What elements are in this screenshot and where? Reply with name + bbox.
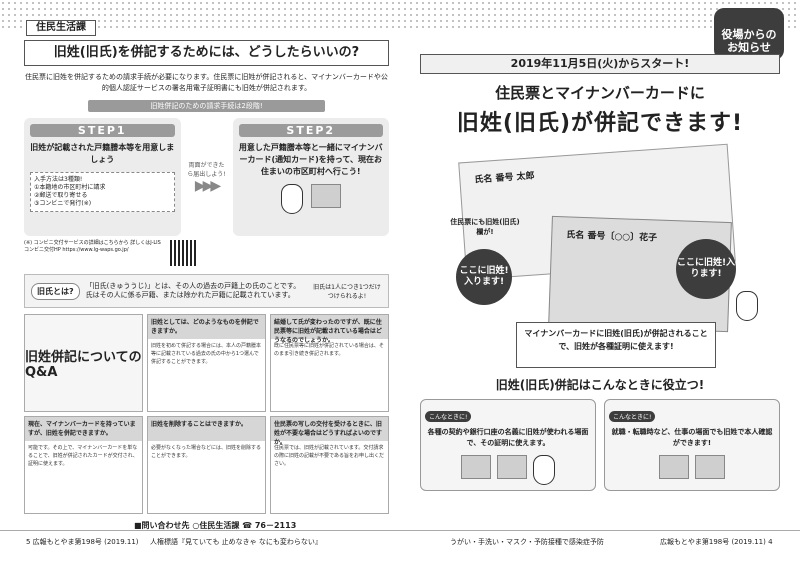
card2-name: 氏名 番号〔○○〕花子	[566, 230, 658, 244]
step1-text: 旧姓が記載された戸籍謄本等を用意しましょう	[30, 143, 175, 164]
qa-title: 旧姓併記についての Q&A	[24, 314, 143, 412]
step2-text: 用意した戸籍謄本等と一緒にマイナンバーカード(通知カード)を持って、現在お住まい…	[238, 143, 383, 176]
bubble-left: 住民票にも旧姓(旧氏)欄が!	[450, 218, 520, 236]
footer-right-page: 広報もとやま第198号 (2019.11) 4	[660, 538, 773, 546]
step1-panel: STEP1 旧姓が記載された戸籍謄本等を用意しましょう 入手方法は3種類! ①本…	[24, 118, 181, 236]
arrow-text: 両面ができたら届出しよう!	[187, 162, 226, 178]
steps-header: 旧姓併記のための請求手続は2段階!	[88, 100, 325, 112]
use2-text: 就職・転職時など、仕事の場面でも旧姓で本人確認ができます!	[611, 428, 773, 447]
rabbit-mascot-icon	[736, 291, 758, 321]
qa-answer: 可能です。その上で、マイナンバーカードを単なることで、旧姓が併記されたカードが交…	[28, 445, 138, 467]
stamp-right: ここに旧姓!入ります!	[676, 239, 736, 299]
section-tag: 住民生活課	[26, 20, 96, 36]
qa-question: 旧姓を削除することはできますか。	[148, 417, 265, 441]
bank-illustration	[425, 455, 591, 485]
kyusei-tag: 旧氏とは?	[31, 282, 80, 300]
qa-answer: 既に住民票等に旧姓が併記されている場合は、そのまま引き続き併記されます。	[274, 343, 384, 357]
card-name: 氏名 番号 太郎	[474, 171, 535, 186]
qa-answer: 住民票では、旧姓が記載されています。交付請求の際に旧姓の記載が不要である旨をお申…	[274, 445, 384, 467]
qr-code-icon	[170, 240, 196, 266]
use-panel-1: こんなときに! 各種の契約や銀行口座の名義に旧姓が使われる場面で、その証明に使え…	[420, 399, 596, 491]
step-arrow: 両面ができたら届出しよう! ▶▶▶	[187, 118, 227, 236]
arrow-icon: ▶▶▶	[194, 178, 221, 194]
kyusei-box: 旧氏とは? 「旧氏(きゅううじ)」とは、その人の過去の戸籍上の氏のことです。氏は…	[24, 274, 389, 308]
qa-item: 結婚して氏が変わったのですが、既に住民票等に旧姓が記載されている場合はどうなるの…	[270, 314, 389, 412]
footer-left-page: 5 広報もとやま第198号 (2019.11)	[26, 538, 139, 546]
use-panel-2: こんなときに! 就職・転職時など、仕事の場面でも旧姓で本人確認ができます!	[604, 399, 780, 491]
use2-tag: こんなときに!	[609, 411, 656, 422]
step1-note: 入手方法は3種類! ①本籍地の市区町村に請求 ②郵送で取り寄せる ③コンビニで発…	[30, 172, 175, 212]
qa-item: 住民票の写しの交付を受けるときに、旧姓が不要な場合はどうすればよいのですか。住民…	[270, 416, 389, 514]
mynumber-note: マイナンバーカードに旧姓(旧氏)が併記されることで、旧姓が各種証明に使えます!	[516, 322, 716, 368]
page-title: 旧姓(旧氏)を併記するためには、どうしたらいいの?	[24, 40, 389, 66]
footnote: (※) コンビニ交付サービスの詳細はこちらから 詳しくはJ-LIS コンビニ交付…	[24, 240, 161, 253]
stamp-left: ここに旧姓!入ります!	[456, 249, 512, 305]
qa-item: 旧姓を削除することはできますか。必要がなくなった場合などには、旧姓を削除すること…	[147, 416, 266, 514]
city-hall-icon	[310, 184, 341, 208]
headline-1: 住民票とマイナンバーカードに	[495, 84, 705, 102]
rabbit-mascot-icon	[533, 455, 555, 485]
qa-item: 現在、マイナンバーカードを持っていますが、旧姓を併記できますか。可能です。その上…	[24, 416, 143, 514]
dotted-header-band	[0, 0, 800, 30]
step2-label: STEP2	[238, 124, 383, 137]
intro-text: 住民票に旧姓を併記するための請求手続が必要になります。住民票に旧姓が併記されると…	[25, 73, 388, 92]
left-page: 旧姓(旧氏)を併記するためには、どうしたらいいの? 住民票に旧姓を併記するための…	[24, 40, 389, 530]
qa-question: 結婚して氏が変わったのですが、既に住民票等に旧姓が記載されている場合はどうなるの…	[271, 315, 388, 344]
start-date-banner: 2019年11月5日(火)からスタート!	[420, 54, 780, 74]
kyusei-bubble: 旧氏は1人につき1つだけつけられるよ!	[313, 284, 381, 300]
bank-icon	[461, 455, 491, 479]
qa-answer: 必要がなくなった場合などには、旧姓を削除することができます。	[151, 445, 262, 459]
person-icon	[695, 455, 725, 479]
person-icon	[659, 455, 689, 479]
qa-question: 旧姓としては、どのようなものを併記できますか。	[148, 315, 265, 339]
headline-2: 旧姓(旧氏)が併記できます!	[456, 111, 744, 136]
use1-text: 各種の契約や銀行口座の名義に旧姓が使われる場面で、その証明に使えます。	[427, 428, 589, 447]
office-illustration	[609, 455, 775, 479]
rabbit-mascot-icon	[280, 184, 303, 214]
contact-info: ■問い合わせ先 ○住民生活課 ☎ 76－2113	[134, 521, 297, 530]
step2-panel: STEP2 用意した戸籍謄本等と一緒にマイナンバーカード(通知カード)を持って、…	[232, 118, 389, 236]
qa-item: 旧姓としては、どのようなものを併記できますか。旧姓を初めて併記する場合には、本人…	[147, 314, 266, 412]
footer-slogan: 人権標語『見ていても 止めなきゃ なにも変わらない』	[150, 538, 322, 546]
uses-row: こんなときに! 各種の契約や銀行口座の名義に旧姓が使われる場面で、その証明に使え…	[420, 399, 780, 491]
step1-label: STEP1	[30, 124, 175, 137]
corner-badge: 役場からの お知らせ	[714, 8, 784, 60]
qa-question: 現在、マイナンバーカードを持っていますが、旧姓を併記できますか。	[25, 417, 142, 441]
card-illustration: 氏名 番号 太郎 氏名 番号〔○○〕花子 ここに旧姓!入ります! ここに旧姓!入…	[420, 141, 780, 336]
steps-row: STEP1 旧姓が記載された戸籍謄本等を用意しましょう 入手方法は3種類! ①本…	[24, 118, 389, 236]
kyusei-text: 「旧氏(きゅううじ)」とは、その人の過去の戸籍上の氏のことです。氏はその人に係る…	[85, 282, 301, 299]
page-footer: 5 広報もとやま第198号 (2019.11) 人権標語『見ていても 止めなきゃ…	[0, 530, 800, 561]
corner-badge-text: 役場からの お知らせ	[721, 28, 777, 54]
qa-grid: 旧姓併記についての Q&A 旧姓としては、どのようなものを併記できますか。旧姓を…	[24, 314, 389, 514]
right-page: 2019年11月5日(火)からスタート! 住民票とマイナンバーカードに 旧姓(旧…	[420, 40, 780, 508]
useful-title: 旧姓(旧氏)併記はこんなときに役立つ!	[495, 378, 705, 392]
footer-health: うがい・手洗い・マスク・予防接種で感染症予防	[450, 538, 604, 546]
document-icon	[497, 455, 527, 479]
qa-answer: 旧姓を初めて併記する場合には、本人の戸籍謄本等に記載されている過去の氏の中から1…	[151, 343, 262, 365]
use1-tag: こんなときに!	[425, 411, 472, 422]
qa-question: 住民票の写しの交付を受けるときに、旧姓が不要な場合はどうすればよいのですか。	[271, 417, 388, 446]
